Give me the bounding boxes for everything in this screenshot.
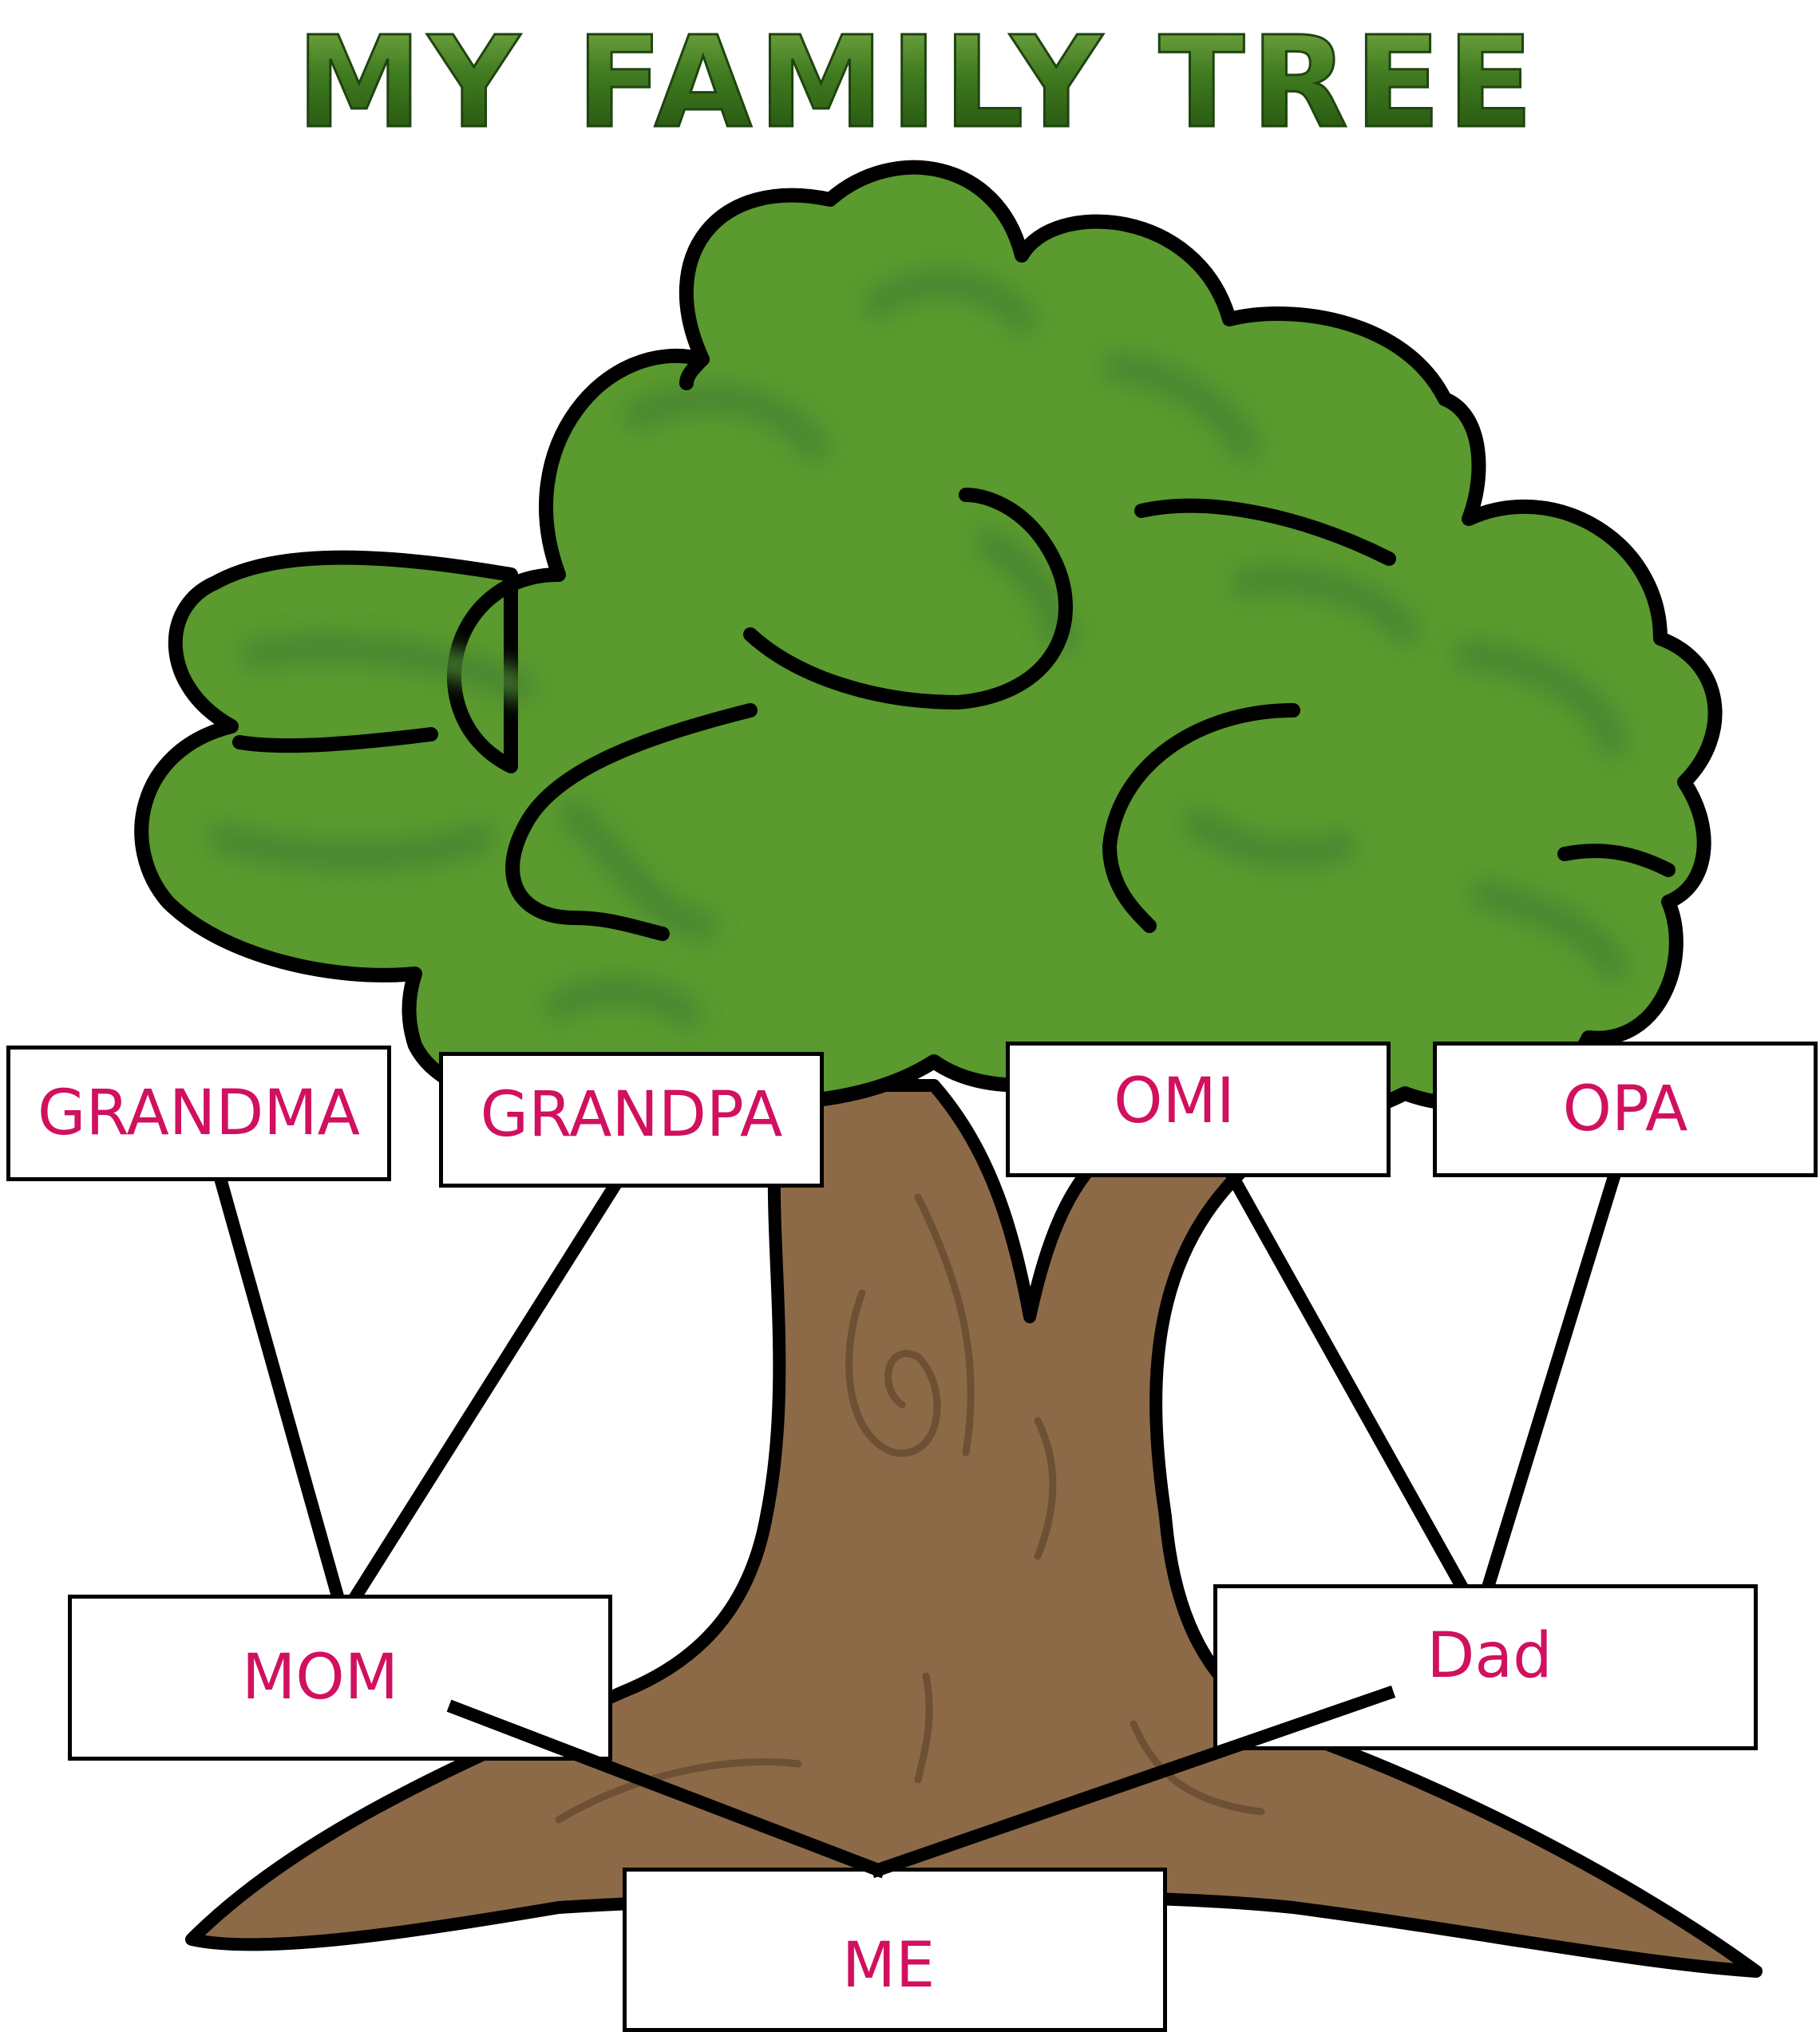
grandma-label: GRANDMA <box>38 1077 360 1149</box>
foliage-contours <box>232 352 1676 941</box>
mom-label: MOM <box>242 1642 398 1714</box>
me-label: ME <box>841 1930 936 2002</box>
connector-lines <box>208 1141 1628 1626</box>
omi-box: OMI <box>1006 1042 1391 1177</box>
dad-box: Dad <box>1213 1584 1758 1750</box>
mom-box: MOM <box>68 1595 612 1761</box>
me-box: ME <box>623 1868 1167 2032</box>
title: MY FAMILY TREE <box>296 10 1540 156</box>
grandpa-label: GRANDPA <box>480 1079 783 1151</box>
foliage-shading <box>208 268 1628 1029</box>
opa-label: OPA <box>1562 1073 1688 1145</box>
tree-canopy <box>134 160 1723 1132</box>
opa-box: OPA <box>1433 1042 1818 1177</box>
grandpa-box: GRANDPA <box>439 1052 824 1188</box>
omi-label: OMI <box>1114 1065 1235 1137</box>
dad-label: Dad <box>1426 1620 1553 1692</box>
grandma-box: GRANDMA <box>6 1046 391 1181</box>
